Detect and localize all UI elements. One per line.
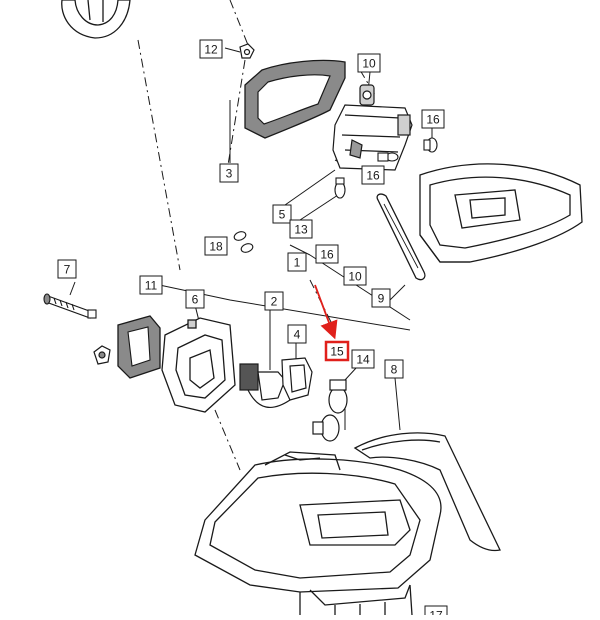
callout-number: 7 xyxy=(64,263,71,277)
callout-number: 16 xyxy=(366,169,380,183)
callout-15-highlighted: 15 xyxy=(324,340,350,362)
callout-11: 11 xyxy=(139,275,163,295)
gasket-part xyxy=(244,59,346,139)
bolt-part xyxy=(43,293,97,319)
callout-18: 18 xyxy=(204,236,228,256)
bulb-14-part xyxy=(312,414,340,442)
callout-number: 5 xyxy=(279,208,286,222)
bulb-carrier-part xyxy=(332,84,413,171)
wheel-fragment xyxy=(61,0,131,39)
callout-16: 16 xyxy=(421,109,445,129)
leader-line xyxy=(394,377,401,431)
callout-number: 6 xyxy=(192,293,199,307)
guide-line xyxy=(214,409,241,471)
callout-number: 10 xyxy=(348,270,362,284)
callout-1: 1 xyxy=(287,252,307,272)
callout-2: 2 xyxy=(264,291,284,311)
callout-12: 12 xyxy=(199,39,223,59)
leader-line xyxy=(289,244,311,256)
bulb-15-part xyxy=(328,379,348,414)
nut-small-part xyxy=(93,345,111,365)
callout-box xyxy=(315,244,339,264)
callout-number: 8 xyxy=(391,363,398,377)
callout-9: 9 xyxy=(371,288,391,308)
leader-line xyxy=(299,194,339,221)
callout-box xyxy=(272,204,292,224)
callout-number: 16 xyxy=(320,248,334,262)
leader-line xyxy=(284,169,336,206)
callout-14: 14 xyxy=(351,349,375,369)
callout-number: 2 xyxy=(271,295,278,309)
callout-labels: 12 10 16 3 16 5 13 18 16 1 10 9 7 11 6 2 4 15 14 8 17 xyxy=(57,39,448,620)
nut-part xyxy=(239,43,255,59)
highlight-arrow xyxy=(314,284,338,340)
bulb-13-part xyxy=(334,177,346,199)
lens-cover-part xyxy=(353,432,501,552)
housing-frame-part xyxy=(161,317,236,413)
callout-box xyxy=(361,165,385,185)
callout-box xyxy=(287,324,307,344)
callout-13: 13 xyxy=(289,219,313,239)
callout-8: 8 xyxy=(384,359,404,379)
guide-line xyxy=(137,39,181,271)
callout-box xyxy=(384,359,404,379)
leader-line xyxy=(69,281,76,296)
o-ring-part xyxy=(233,231,254,253)
callout-number: 9 xyxy=(378,292,385,306)
callout-number: 14 xyxy=(356,353,370,367)
callout-4: 4 xyxy=(287,324,307,344)
callout-number: 18 xyxy=(209,240,223,254)
small-bulb-part xyxy=(423,137,438,153)
callout-number: 16 xyxy=(426,113,440,127)
callout-16: 16 xyxy=(315,244,339,264)
callout-10: 10 xyxy=(343,266,367,286)
callout-7: 7 xyxy=(57,259,77,279)
leader-line xyxy=(224,47,241,53)
tail-light-inner-part xyxy=(419,163,583,263)
leader-line xyxy=(389,284,406,301)
callout-number: 10 xyxy=(362,57,376,71)
callout-number: 1 xyxy=(294,256,301,270)
callout-number: 15 xyxy=(330,345,344,359)
callout-3: 3 xyxy=(219,163,239,183)
callout-number: 17 xyxy=(429,609,443,616)
callout-box xyxy=(324,340,350,362)
callout-box xyxy=(57,259,77,279)
callout-number: 4 xyxy=(294,328,301,342)
callout-10: 10 xyxy=(357,53,381,73)
reflector-strip-part xyxy=(376,193,426,281)
callout-number: 11 xyxy=(145,279,158,293)
callout-box xyxy=(204,236,228,256)
callout-box xyxy=(287,252,307,272)
callout-box xyxy=(289,219,313,239)
callout-box xyxy=(139,275,163,295)
callout-17: 17 xyxy=(424,605,448,620)
guide-line xyxy=(227,59,246,166)
callout-number: 13 xyxy=(294,223,308,237)
callout-16: 16 xyxy=(361,165,385,185)
bulb-holder-part xyxy=(239,357,313,408)
callout-box xyxy=(357,53,381,73)
callout-number: 12 xyxy=(204,43,218,57)
callout-box xyxy=(421,109,445,129)
callout-box xyxy=(351,349,375,369)
small-bulb-part xyxy=(377,152,399,162)
leader-line xyxy=(149,282,411,331)
callout-box xyxy=(264,291,284,311)
tail-light-main-part xyxy=(194,451,442,616)
callout-box xyxy=(343,266,367,286)
leader-line xyxy=(309,254,411,321)
callout-box xyxy=(371,288,391,308)
callout-box xyxy=(185,289,205,309)
callout-6: 6 xyxy=(185,289,205,309)
callout-box xyxy=(199,39,223,59)
guide-line xyxy=(229,0,251,51)
callout-box xyxy=(219,163,239,183)
gasket-square-part xyxy=(117,315,161,379)
callout-5: 5 xyxy=(272,204,292,224)
callout-number: 3 xyxy=(226,167,233,181)
